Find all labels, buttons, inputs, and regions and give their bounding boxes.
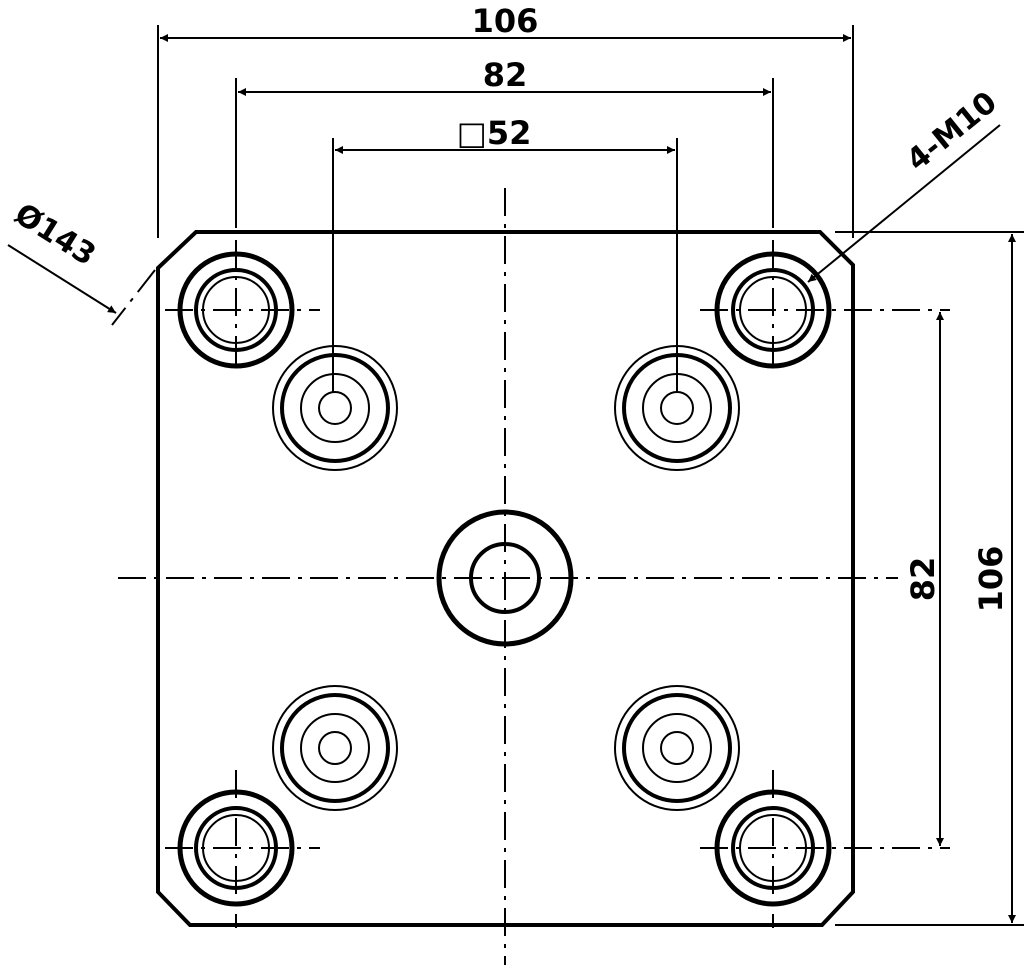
dimension-lines <box>7 34 1016 923</box>
counterbore-bottom-right <box>614 685 740 811</box>
extension-lines <box>157 25 1024 926</box>
dim-overall-width: 106 <box>472 2 539 40</box>
counterbore-bottom-left <box>272 685 398 811</box>
dim-corner-diameter: Ø143 <box>8 197 101 273</box>
counterbore-top-left <box>272 345 398 471</box>
bolt-hole-bottom-right <box>714 789 832 907</box>
bolt-hole-top-left <box>177 251 295 369</box>
bolt-hole-top-right <box>714 251 832 369</box>
bolt-hole-bottom-left <box>177 789 295 907</box>
dim-bolt-spacing-vertical: 82 <box>904 557 942 602</box>
dim-square-pattern: □52 <box>457 114 532 152</box>
dim-overall-height: 106 <box>972 546 1010 613</box>
counterbore-top-right <box>614 345 740 471</box>
center-lines <box>111 188 950 965</box>
dim-bolt-spacing-horizontal: 82 <box>483 56 528 94</box>
corner-bolt-holes <box>177 251 832 907</box>
center-bore <box>436 509 574 647</box>
counterbore-holes <box>272 345 740 811</box>
plate-outline <box>156 230 855 927</box>
